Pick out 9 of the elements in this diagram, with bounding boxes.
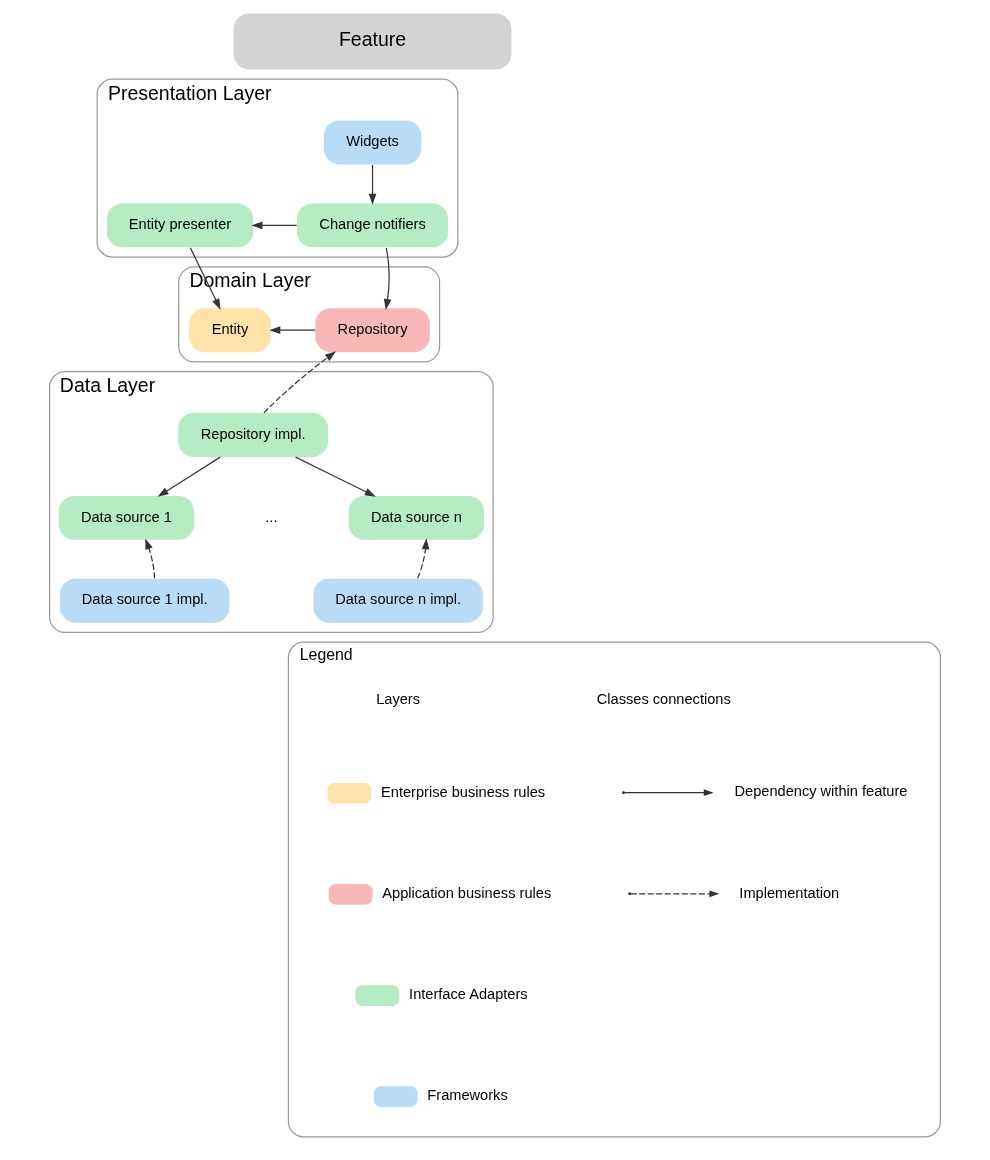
- legend-label: Implementation: [739, 884, 840, 901]
- label: Classes connections: [596, 691, 731, 708]
- label: ...: [265, 508, 278, 525]
- legend-label: Dependency within feature: [734, 783, 908, 800]
- label: Layers: [376, 691, 421, 708]
- legend-label: Frameworks: [427, 1087, 508, 1104]
- legend-label: Application business rules: [382, 885, 552, 902]
- legend-label: Interface Adapters: [409, 986, 528, 1003]
- legend-label: Enterprise business rules: [381, 784, 546, 801]
